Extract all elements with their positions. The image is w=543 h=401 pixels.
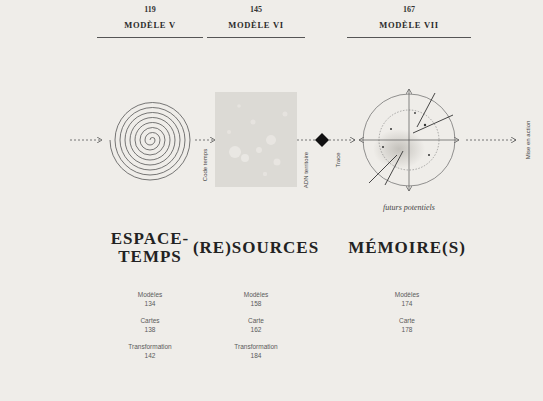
model-heading: 167MODÈLE VII	[347, 5, 471, 38]
model-panel: 145MODÈLE VI	[215, 5, 297, 195]
index-entry: Carte	[248, 317, 264, 325]
model-title: MODÈLE VI	[207, 19, 305, 31]
index-entry: Transformation	[234, 343, 277, 351]
page-number: 134	[145, 300, 156, 308]
section-title: MÉMOIRE(S)	[348, 239, 466, 257]
model-heading: 145MODÈLE VI	[207, 5, 305, 38]
model-title: MODÈLE V	[97, 19, 203, 31]
index-entry: Transformation	[128, 343, 171, 351]
page-number: 145	[207, 5, 305, 15]
page-number: 158	[251, 300, 262, 308]
section-title: (RE)SOURCES	[193, 239, 319, 257]
page-number: 174	[402, 300, 413, 308]
texture-illustration	[215, 92, 297, 187]
caption-note: futurs potentiels	[383, 203, 435, 212]
incoming-arrow	[70, 140, 102, 141]
section-title: ESPACE-TEMPS	[100, 230, 200, 266]
diamond-symbol	[315, 133, 329, 147]
connector-label: ADN territoire	[303, 152, 310, 188]
index-entry: Carte	[399, 317, 415, 325]
futures-illustration	[355, 85, 463, 195]
page-number: 138	[145, 326, 156, 334]
model-title: MODÈLE VII	[347, 19, 471, 31]
index-entry: Modèles	[395, 291, 420, 299]
model-heading: 119MODÈLE V	[97, 5, 203, 38]
connector-label: Code temps	[202, 149, 209, 181]
page-number: 142	[145, 352, 156, 360]
index-entry: Modèles	[244, 291, 269, 299]
dashed-connector	[195, 140, 215, 141]
spiral-illustration	[105, 95, 195, 185]
outgoing-arrow	[466, 140, 516, 141]
model-panel: 119MODÈLE V	[105, 5, 195, 195]
arrow-note: Trace	[335, 152, 342, 167]
page-number: 184	[251, 352, 262, 360]
page-number: 178	[402, 326, 413, 334]
page-number: 119	[97, 5, 203, 15]
page-number: 167	[347, 5, 471, 15]
index-entry: Cartes	[140, 317, 159, 325]
model-panel: 167MODÈLE VII	[355, 5, 463, 195]
index-entry: Modèles	[138, 291, 163, 299]
page-number: 162	[251, 326, 262, 334]
arrow-note: Mise en action	[525, 121, 532, 160]
